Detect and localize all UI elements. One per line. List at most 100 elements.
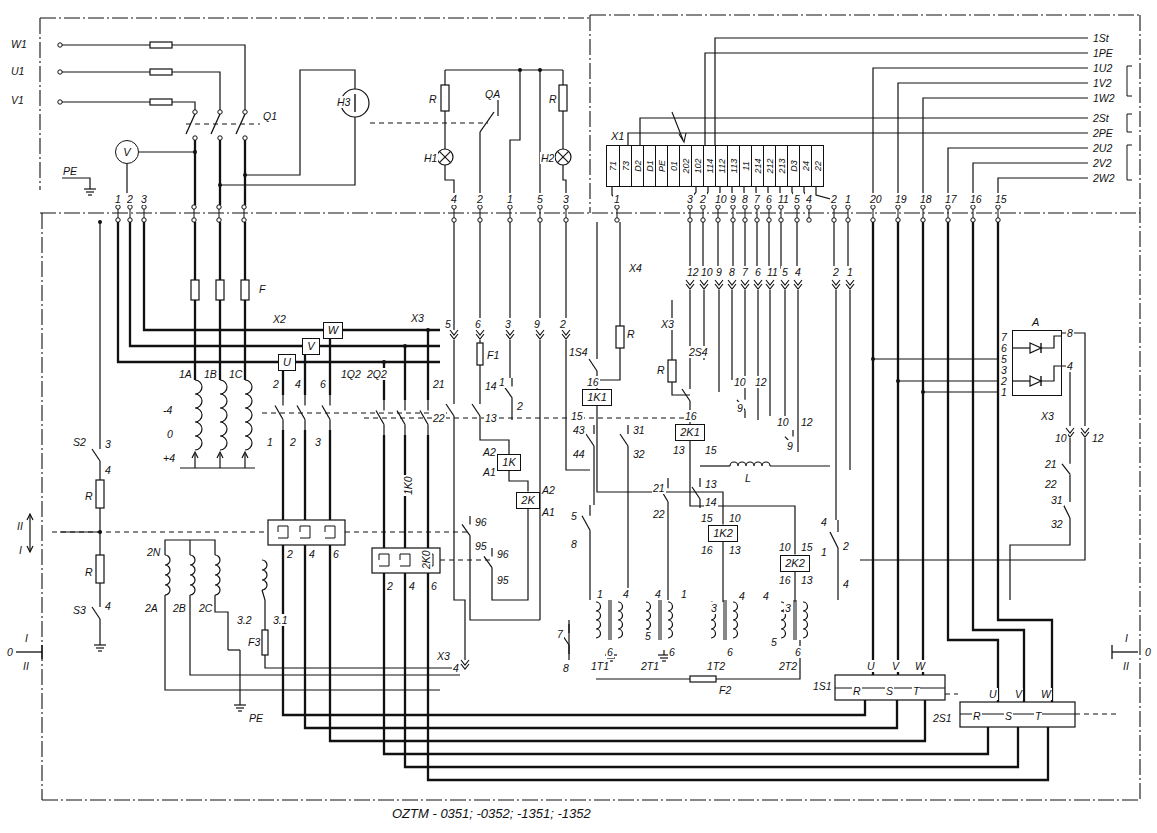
terminal-number: 202 (681, 158, 691, 173)
schematic-label: 3 (314, 436, 322, 448)
fuse-symbol (216, 280, 224, 300)
wire (715, 38, 1088, 145)
wire (722, 541, 723, 602)
terminal (538, 205, 542, 209)
schematic-label: W1 (10, 38, 28, 50)
tap-selector (217, 452, 223, 458)
schematic-label: 2 (289, 436, 297, 448)
schematic-label: 2U2 (1092, 142, 1113, 154)
tap-selector (242, 452, 248, 458)
contact-symbol (99, 598, 100, 607)
boundary-line (39, 18, 40, 190)
schematic-label: 8 (728, 266, 736, 278)
terminal (755, 218, 759, 222)
terminal-cell: 11 (739, 146, 751, 186)
lamp-symbol (437, 149, 453, 165)
power-wire (118, 222, 440, 362)
terminal-cell: 214 (751, 146, 763, 186)
schematic-label: 9 (736, 402, 744, 414)
ground-symbol (86, 191, 94, 192)
wire (479, 222, 480, 330)
terminal (218, 110, 222, 114)
schematic-label: 6 (754, 266, 762, 278)
ground-symbol (663, 650, 664, 655)
transformer-core (724, 600, 725, 640)
wire (265, 655, 460, 668)
pointer-arrow (679, 133, 686, 142)
schematic-label: 2T1 (640, 660, 660, 672)
connector-symbol (766, 280, 774, 285)
coil-symbol (190, 555, 195, 595)
diode-symbol (1030, 376, 1041, 386)
terminal (896, 205, 900, 209)
contact-symbol (282, 420, 283, 431)
coil-symbol (220, 380, 227, 450)
schematic-label: W (1040, 688, 1052, 700)
schematic-label: 4 (654, 588, 662, 600)
contact-symbol (282, 395, 283, 406)
schematic-label: 4 (450, 193, 458, 205)
terminal (846, 205, 850, 209)
wire (453, 340, 454, 395)
contact-symbol (504, 386, 512, 397)
wire (898, 380, 998, 381)
terminal (795, 205, 799, 209)
switch-blade (480, 112, 494, 132)
boundary-line (40, 212, 1140, 213)
coil-symbol (618, 602, 623, 638)
selector-switch (835, 675, 945, 700)
schematic-label: 0 (1144, 646, 1152, 658)
power-wire (194, 300, 196, 380)
terminal (217, 218, 221, 222)
ground-symbol (236, 707, 244, 708)
junction-dot (518, 68, 522, 72)
schematic-label: 1T1 (590, 660, 610, 672)
terminal (118, 209, 119, 218)
schematic-label: 2S1 (932, 712, 953, 724)
schematic-label: 21 (652, 482, 666, 494)
wire (99, 628, 100, 640)
schematic-label: 6 (606, 646, 614, 658)
strip-name: X1 (611, 130, 624, 142)
schematic-label: 1A (178, 368, 193, 380)
contact-symbol (511, 398, 512, 406)
power-wire (244, 300, 246, 380)
terminal-number: 22 (813, 161, 823, 171)
terminal-number: PE (657, 160, 667, 172)
schematic-label: 1 (1000, 386, 1008, 398)
plug-terminal (150, 69, 172, 75)
schematic-label: 12 (800, 416, 814, 428)
power-wire (194, 222, 196, 280)
schematic-label: +4 (162, 452, 176, 464)
contact-symbol (99, 440, 100, 449)
wire (492, 508, 528, 600)
schematic-label: 10 (714, 193, 728, 205)
terminal-number: D2 (633, 160, 643, 172)
schematic-label: 2B (172, 602, 187, 614)
schematic-label: 4 (294, 378, 302, 390)
contact-symbol (383, 425, 384, 436)
terminal (743, 205, 747, 209)
connector-symbol (781, 280, 789, 285)
power-wire (428, 573, 1048, 780)
connector-symbol (1081, 432, 1089, 437)
mechanical-link (440, 560, 492, 561)
contact-symbol (744, 392, 745, 400)
schematic-label: 2 (386, 580, 394, 592)
connector-symbol (741, 280, 749, 285)
terminal-number: D3 (789, 160, 799, 172)
component-name: 2K2 (785, 557, 805, 570)
contact-symbol (830, 532, 838, 548)
wire-connector (597, 406, 723, 525)
power-wire (427, 435, 429, 548)
schematic-label: V (1014, 688, 1023, 700)
wire (497, 100, 498, 116)
wire (539, 70, 540, 205)
direction-arrow (27, 514, 33, 520)
transformer-core (794, 600, 795, 640)
schematic-label: II (22, 660, 30, 672)
terminal (767, 205, 771, 209)
schematic-label: 3 (104, 438, 112, 450)
schematic-label: 3 (784, 602, 792, 614)
terminal (718, 209, 719, 218)
